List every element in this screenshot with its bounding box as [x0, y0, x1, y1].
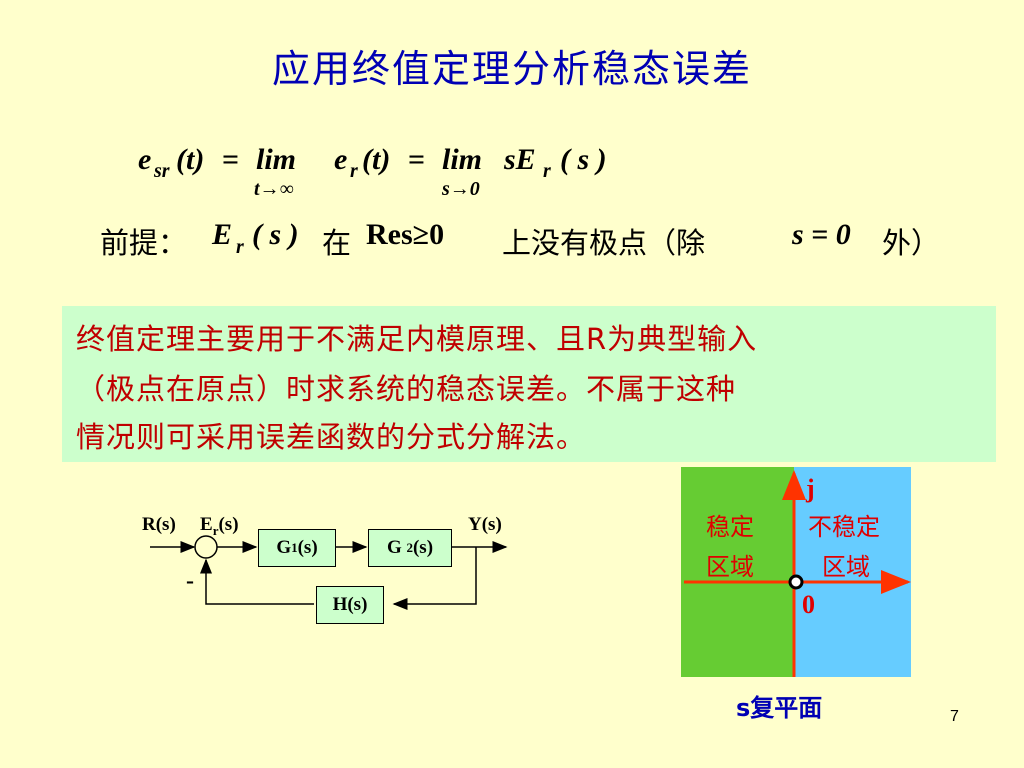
- j-axis-label: j: [806, 474, 815, 503]
- origin-point: [788, 574, 804, 590]
- slide-title: 应用终值定理分析稳态误差: [271, 47, 752, 91]
- premise-rest1: 上没有极点（除: [502, 226, 706, 260]
- premise-condition: Res≥0: [366, 218, 445, 251]
- note-line-2: （极点在原点）时求系统的稳态误差。不属于这种: [76, 372, 737, 406]
- formula-sE: sE: [504, 143, 536, 176]
- premise-label: 前提：: [100, 226, 188, 260]
- formula-t-arg2: (t): [362, 143, 391, 176]
- formula-lim1-sub: t→∞: [254, 178, 294, 200]
- note-box: 终值定理主要用于不满足内模原理、且R为典型输入 （极点在原点）时求系统的稳态误差…: [62, 306, 996, 462]
- g2-block: G 2(s): [368, 529, 452, 567]
- unstable-label-2: 区域: [822, 553, 870, 581]
- premise-s-arg: ( s ): [252, 218, 299, 251]
- output-label: Y(s): [468, 514, 502, 535]
- formula-t-arg: (t): [176, 143, 205, 176]
- formula-lim2-sub: s→0: [442, 178, 480, 200]
- s-plane-caption: s复平面: [736, 694, 823, 722]
- formula-lim1: lim: [256, 143, 297, 176]
- origin-label: 0: [802, 590, 815, 619]
- formula-lim2: lim: [442, 143, 483, 176]
- formula-e-sub: sr: [154, 160, 170, 182]
- page-number: 7: [950, 708, 959, 725]
- minus-sign: -: [186, 568, 194, 594]
- formula-e: e: [138, 143, 152, 176]
- unstable-label-1: 不稳定: [808, 513, 880, 541]
- premise-s0: s = 0: [792, 218, 851, 251]
- formula-sE-sub: r: [543, 160, 551, 182]
- formula-s-arg: ( s ): [560, 143, 607, 176]
- formula-e2: e: [334, 143, 348, 176]
- note-line-3: 情况则可采用误差函数的分式分解法。: [76, 420, 587, 454]
- h-block: H(s): [316, 586, 384, 624]
- stable-region: [681, 467, 794, 677]
- premise-E: E: [212, 218, 233, 251]
- input-label: R(s): [142, 514, 176, 535]
- premise-rest2: 外）: [882, 226, 941, 260]
- stable-label-2: 区域: [706, 553, 754, 581]
- stable-label-1: 稳定: [706, 513, 754, 541]
- formula-eq2: =: [408, 143, 426, 176]
- error-label: Er(s): [200, 514, 239, 538]
- formula-e2-sub: r: [350, 160, 358, 182]
- premise-E-sub: r: [236, 236, 244, 258]
- premise-in: 在: [322, 226, 352, 260]
- note-line-1: 终值定理主要用于不满足内模原理、且R为典型输入: [76, 322, 758, 356]
- formula-eq1: =: [222, 143, 240, 176]
